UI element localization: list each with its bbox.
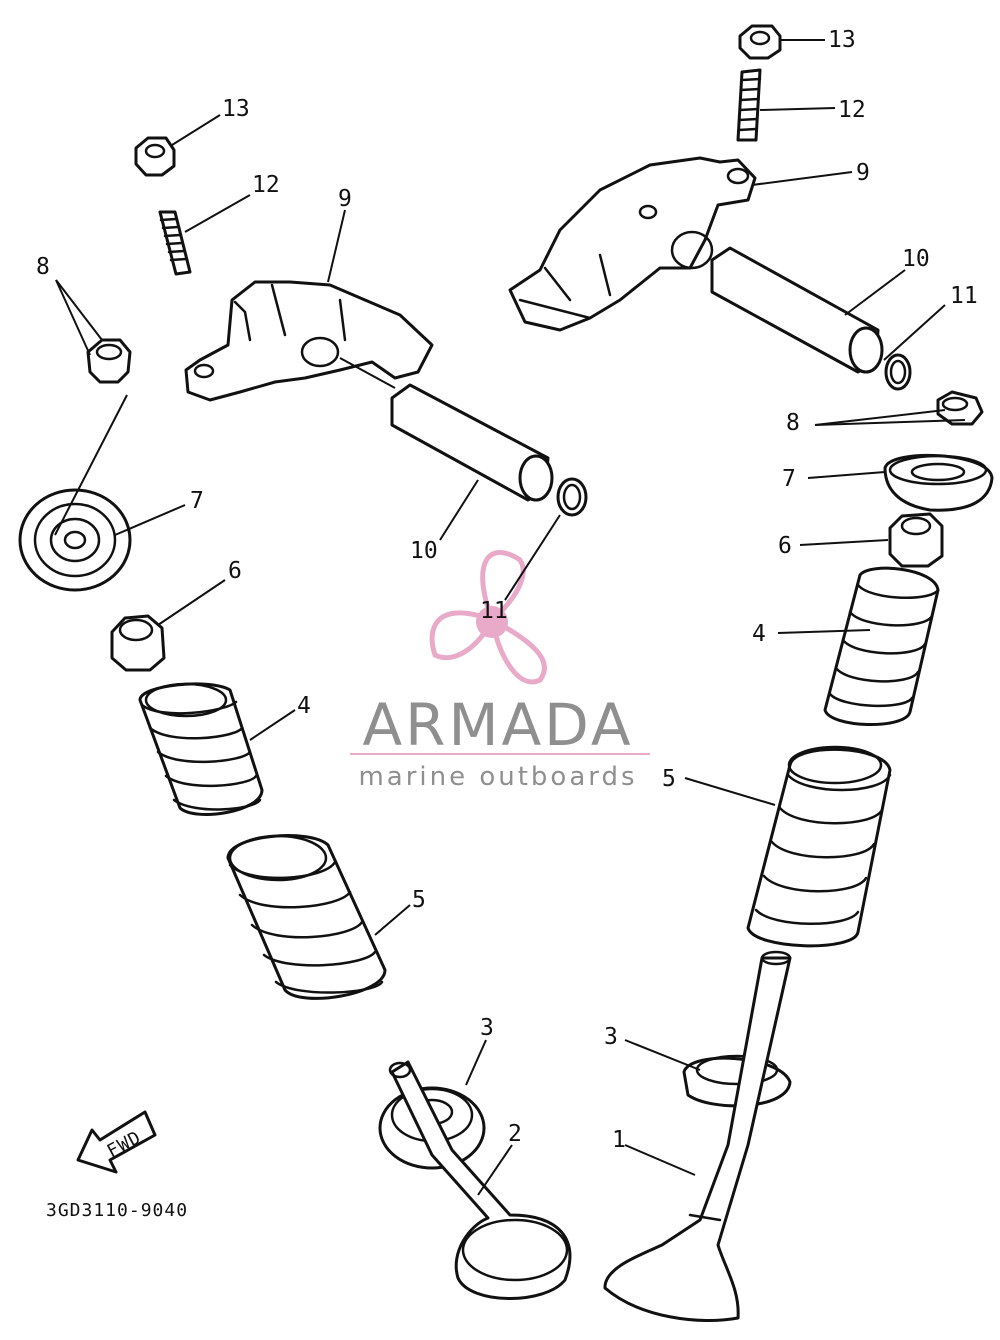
left-shaft xyxy=(339,357,554,502)
armada-logo: ARMADA marine outboards xyxy=(350,550,650,792)
right-inner-spring xyxy=(823,566,940,727)
left-outer-spring xyxy=(226,834,387,1000)
callout-left-rocker-arm: 9 xyxy=(338,186,352,212)
callout-left-outer-spring: 5 xyxy=(412,887,426,913)
right-rocker-arm xyxy=(508,156,757,332)
large-valve xyxy=(603,950,792,1322)
callout-left-stud: 12 xyxy=(252,172,280,198)
callout-right-inner-spring: 4 xyxy=(752,621,766,647)
fwd-arrow-icon: FWD xyxy=(76,1110,157,1174)
callout-right-outer-spring: 5 xyxy=(662,766,676,792)
callout-left-retainer: 7 xyxy=(190,488,204,514)
callout-left-cotter: 8 xyxy=(36,254,50,280)
callout-seat-right: 3 xyxy=(604,1024,618,1050)
callout-seat-left: 3 xyxy=(480,1015,494,1041)
callout-left-nut: 13 xyxy=(222,96,250,122)
left-stud xyxy=(158,210,192,276)
left-cotter xyxy=(86,338,132,384)
callout-left-shaft: 10 xyxy=(410,538,438,564)
callout-right-cotter: 8 xyxy=(786,410,800,436)
callout-valve-small: 2 xyxy=(508,1121,522,1147)
left-rocker-arm xyxy=(184,280,434,402)
watermark-title: ARMADA xyxy=(362,691,633,759)
callout-valve-large: 1 xyxy=(612,1127,626,1153)
leader-lines xyxy=(54,39,966,1196)
right-retainer xyxy=(883,453,994,512)
callout-right-stud: 12 xyxy=(838,97,866,123)
left-inner-spring xyxy=(138,682,264,816)
right-seal xyxy=(888,512,944,568)
left-oring xyxy=(556,477,588,517)
right-outer-spring xyxy=(746,745,892,948)
left-seal xyxy=(110,614,166,672)
left-nut xyxy=(134,136,176,177)
callout-right-rocker-arm: 9 xyxy=(856,160,870,186)
callout-right-seal: 6 xyxy=(778,533,792,559)
diagram-code: 3GD3110-9040 xyxy=(46,1200,188,1221)
right-shaft xyxy=(710,246,884,374)
right-stud xyxy=(736,68,762,142)
propeller-icon xyxy=(429,550,547,685)
callout-right-retainer: 7 xyxy=(782,466,796,492)
left-retainer xyxy=(18,488,132,592)
callout-left-inner-spring: 4 xyxy=(297,693,311,719)
callout-right-nut: 13 xyxy=(828,27,856,53)
callout-right-oring: 11 xyxy=(950,283,978,309)
callout-left-seal: 6 xyxy=(228,558,242,584)
right-nut xyxy=(738,24,782,60)
watermark-subtitle: marine outboards xyxy=(358,762,637,792)
callout-right-shaft: 10 xyxy=(902,246,930,272)
callout-left-oring: 11 xyxy=(480,598,508,624)
small-valve xyxy=(388,1060,572,1300)
right-cotter xyxy=(936,390,984,426)
right-oring xyxy=(884,353,912,391)
